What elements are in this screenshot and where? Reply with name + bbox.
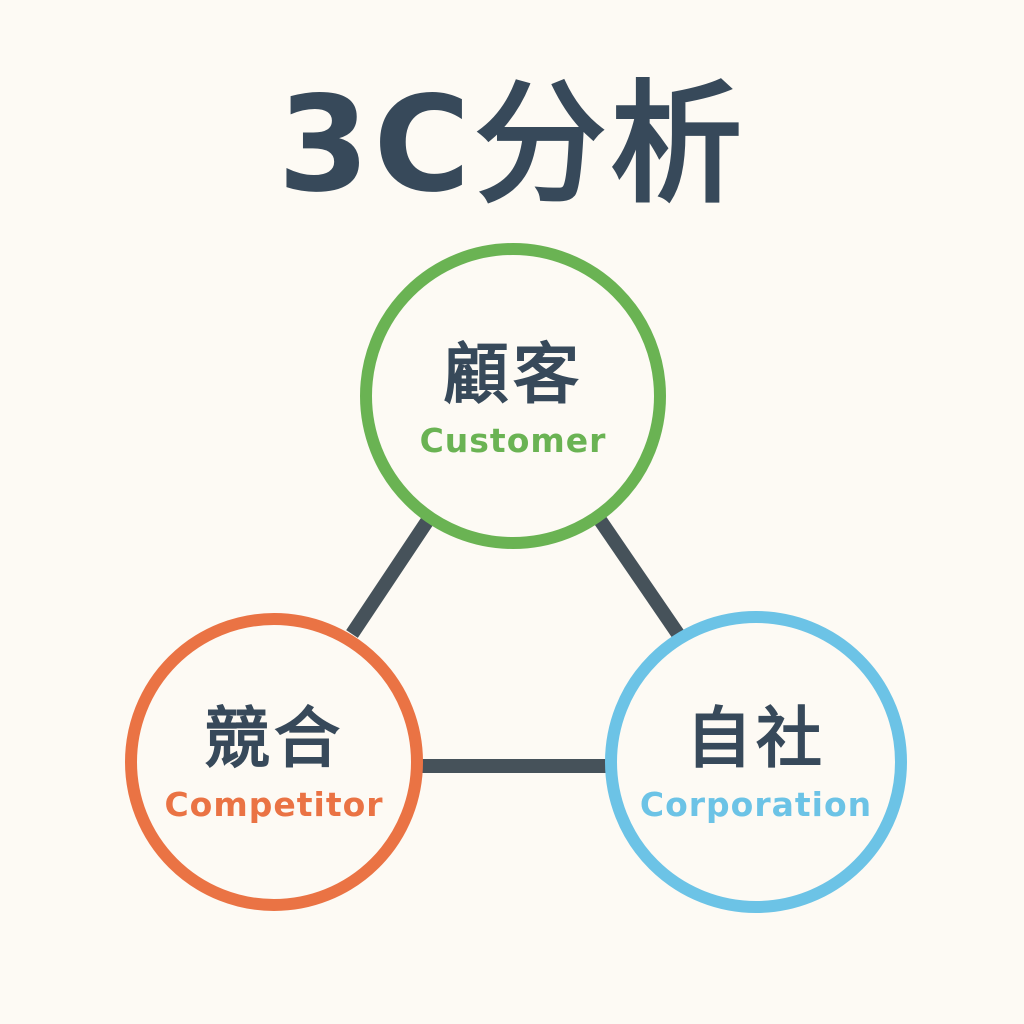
competitor-label-en: Competitor <box>164 785 384 824</box>
page-title: 3C分析 <box>277 68 747 222</box>
connector-customer-competitor <box>346 516 434 638</box>
corporation-label-en: Corporation <box>639 785 873 824</box>
corporation-label-jp: 自社 <box>686 700 826 777</box>
corporation-node: 自社 Corporation <box>605 611 907 913</box>
connector-customer-corporation <box>594 516 684 638</box>
competitor-node: 競合 Competitor <box>125 613 423 911</box>
competitor-label-jp: 競合 <box>204 700 344 777</box>
customer-node: 顧客 Customer <box>360 243 666 549</box>
customer-label-jp: 顧客 <box>443 336 583 413</box>
customer-label-en: Customer <box>419 421 607 460</box>
